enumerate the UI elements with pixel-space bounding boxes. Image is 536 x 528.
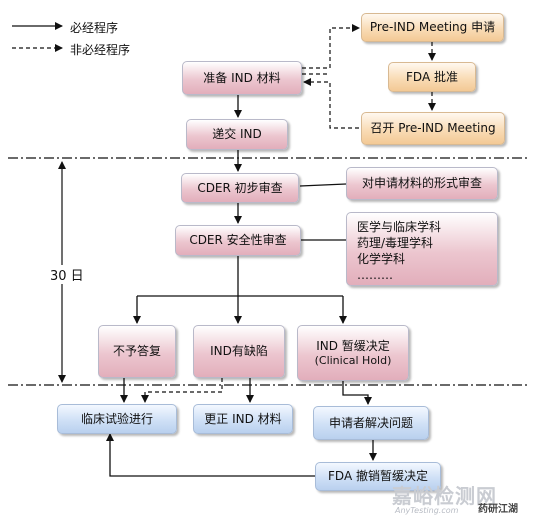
applicant-resolve-box: 申请者解决问题 [313, 406, 429, 440]
discipline-more: ……… [357, 268, 393, 282]
pre-ind-apply-text: Pre-IND Meeting 申请 [369, 20, 496, 34]
pre-ind-hold-box: 召开 Pre-IND Meeting [361, 112, 505, 145]
dashed-deficient-to-trial [141, 378, 223, 403]
fda-approve-box: FDA 批准 [388, 62, 476, 92]
cder-safety-box: CDER 安全性审查 [175, 225, 301, 256]
correct-ind-box: 更正 IND 材料 [193, 404, 293, 434]
no-reply-text: 不予答复 [112, 344, 161, 358]
prepare-ind-box: 准备 IND 材料 [182, 61, 302, 95]
arrow-lift-to-trial [106, 433, 315, 477]
clinical-trial-box: 临床试验进行 [57, 404, 177, 434]
formal-review-box: 对申请材料的形式审查 [346, 167, 498, 200]
link-initial-formal [299, 183, 347, 187]
watermark-url: AnyTesting.com [395, 506, 459, 515]
fda-lift-hold-box: FDA 撤销暂缓决定 [315, 462, 441, 491]
discipline-medical: 医学与临床学科 [357, 220, 442, 234]
pre-ind-hold-text: 召开 Pre-IND Meeting [370, 121, 496, 135]
applicant-resolve-text: 申请者解决问题 [328, 415, 413, 430]
prepare-ind-text: 准备 IND 材料 [203, 70, 281, 85]
watermark-account: 药研江湖 [478, 504, 518, 515]
ind-deficient-box: IND有缺陷 [193, 325, 285, 378]
cder-initial-text: CDER 初步审查 [197, 180, 283, 195]
submit-ind-box: 递交 IND [186, 119, 288, 150]
ind-deficient-text: IND有缺陷 [210, 344, 268, 358]
cder-initial-box: CDER 初步审查 [181, 173, 299, 203]
clinical-hold-cn-text: IND 暂缓决定 [316, 338, 390, 353]
fda-approve-text: FDA 批准 [406, 69, 458, 84]
discipline-pharm-tox: 药理/毒理学科 [357, 236, 434, 250]
clinical-hold-en-text: (Clinical Hold) [314, 353, 392, 367]
correct-ind-text: 更正 IND 材料 [204, 411, 282, 426]
discipline-chemistry: 化学学科 [357, 252, 406, 266]
cder-safety-text: CDER 安全性审查 [189, 233, 287, 247]
dashed-prepare-to-apply [302, 24, 360, 69]
clinical-trial-text: 临床试验进行 [80, 411, 153, 426]
no-reply-box: 不予答复 [98, 325, 176, 378]
arrow-hold-to-resolve [342, 381, 372, 405]
fda-lift-hold-text: FDA 撤销暂缓决定 [328, 469, 428, 483]
submit-ind-text: 递交 IND [212, 127, 262, 141]
clinical-hold-box: IND 暂缓决定 (Clinical Hold) [297, 325, 409, 381]
dashed-hold-to-prepare [303, 78, 359, 129]
thirty-day-label: 30 日 [48, 265, 86, 284]
watermark-site: 嘉峪检测网 [392, 484, 497, 508]
legend-required-label: 必经程序 [70, 21, 119, 35]
disciplines-box: 医学与临床学科 药理/毒理学科 化学学科 ……… [346, 212, 498, 286]
pre-ind-apply-box: Pre-IND Meeting 申请 [361, 13, 504, 42]
legend-optional-label: 非必经程序 [70, 43, 131, 57]
formal-review-text: 对申请材料的形式审查 [361, 176, 482, 190]
